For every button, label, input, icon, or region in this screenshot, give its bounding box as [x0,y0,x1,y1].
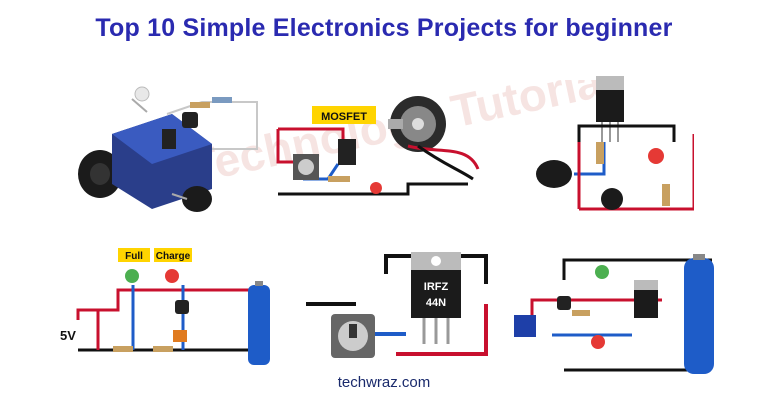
chip-label-line1: IRFZ [424,281,449,293]
led-icon [134,86,150,102]
charge-label-box [154,248,192,262]
charge-label: Charge [156,251,191,262]
led-icon [595,265,609,279]
transistor-ldr-circuit-image [536,76,694,211]
battery-icon [684,254,714,374]
led-battery-circuit-image [514,254,714,374]
page-title: Top 10 Simple Electronics Projects for b… [95,14,673,42]
voltage-label: 5V [60,328,76,343]
led-icon [591,335,605,349]
potentiometer-icon [514,315,536,337]
motor-icon [388,96,446,152]
full-label: Full [125,251,143,262]
transistor-icon [596,76,624,142]
mosfet-label: MOSFET [321,111,367,123]
full-label-box [118,248,150,262]
mosfet-icon [634,280,658,318]
led-icon [165,269,179,283]
transistor-icon [175,300,189,314]
footer-site-name: techwraz.com [337,374,431,391]
buzzer-icon [78,150,122,198]
potentiometer-icon [293,154,319,180]
ldr-icon [536,160,572,188]
chip-label-line2: 44N [426,297,446,309]
mosfet-icon: IRFZ 44N [411,252,461,344]
led-icon [648,148,664,164]
led-icon [370,182,382,194]
transistor-icon [557,296,571,310]
mosfet-motor-circuit-image: MOSFET [276,96,480,196]
mosfet-label-box [312,106,376,124]
irfz44n-circuit-image: IRFZ 44N [306,252,488,358]
buzzer-icon [601,188,623,210]
relay-buzzer-circuit-image [78,86,258,212]
battery-icon [248,281,270,365]
mosfet-icon [338,139,356,165]
battery-charge-indicator-image: Full Charge 5V [60,248,270,365]
transistor-icon [182,112,198,128]
ldr-icon [182,186,212,212]
potentiometer-icon [331,314,375,358]
led-icon [125,269,139,283]
